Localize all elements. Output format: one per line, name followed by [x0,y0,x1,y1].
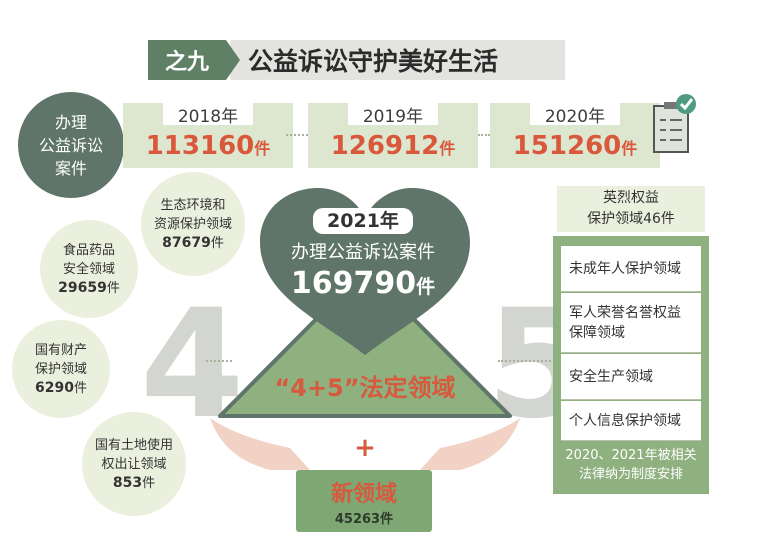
page-title: 公益诉讼守护美好生活 [230,40,565,80]
year-label: 2018年 [163,103,253,127]
bubble-ecology: 生态环境和资源保护领域 87679件 [141,172,245,276]
year-label: 2020年 [530,103,620,127]
heart-triangle-graphic: + [210,188,520,470]
title-arrow [226,40,240,80]
case-label-line: 案件 [54,158,87,178]
plus-sign: + [354,433,376,463]
year-count: 126912件 [330,131,456,161]
new-domain-box: 新领域 45263件 [296,470,432,532]
connector [498,360,558,362]
year-count: 113160件 [145,131,271,161]
heart-year: 2021年 [313,208,413,234]
new-domain-count: 45263件 [334,512,394,527]
connector [206,360,232,362]
heart-count: 169790件 [290,266,436,301]
bubble-food-drug: 食品药品安全领域 29659件 [40,220,138,318]
connector [286,134,308,136]
year-box-2020: 2020年 151260件 [490,103,660,168]
heroes-rights-box: 英烈权益 保护领域46件 [557,186,705,232]
legal-domains-label: “4+5”法定领域 [274,374,456,402]
case-label-circle: 办理 公益诉讼 案件 [18,92,124,198]
connector [478,134,490,136]
list-item: 军人荣誉名誉权益保障领域 [561,293,701,353]
heart-label: 办理公益诉讼案件 [291,242,435,263]
case-label-line: 公益诉讼 [38,135,103,155]
checklist-icon [653,94,696,153]
year-label: 2019年 [348,103,438,127]
new-domain-label: 新领域 [330,482,397,507]
case-label-line: 办理 [54,112,87,132]
title-tag: 之九 [148,40,226,80]
year-count: 151260件 [512,131,638,161]
bubble-state-property: 国有财产保护领域 6290件 [12,320,110,418]
heart-center-text: 2021年 办理公益诉讼案件 169790件 [268,208,458,301]
list-item: 个人信息保护领域 [561,401,701,441]
year-box-2019: 2019年 126912件 [308,103,478,168]
bubble-land-use: 国有土地使用权出让领域 853件 [82,412,186,516]
right-note: 2020、2021年被相关法律纳为制度安排 [565,448,697,482]
year-box-2018: 2018年 113160件 [123,103,293,168]
list-item: 安全生产领域 [561,354,701,400]
list-item: 未成年人保护领域 [561,246,701,292]
